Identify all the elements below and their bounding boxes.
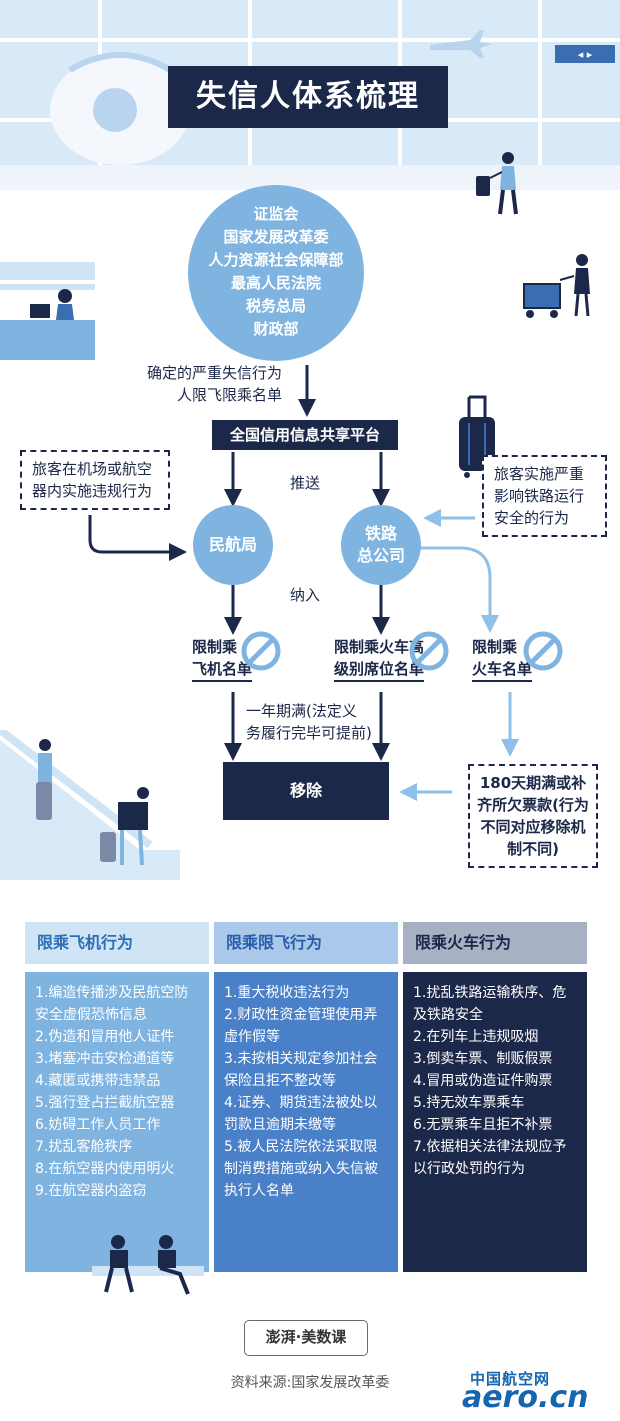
list-item: 5.被人民法院依法采取限制消费措施或纳入失信被执行人名单	[224, 1139, 378, 1199]
railway-label-1: 铁路	[364, 524, 397, 543]
list-item: 3.堵塞冲击安检通道等	[35, 1051, 175, 1067]
restrict-hsr-line-1: 限制乘火车高	[334, 638, 425, 656]
list-item: 1.扰乱铁路运输秩序、危及铁路安全	[413, 985, 567, 1023]
column-header-train: 限乘火车行为	[403, 922, 587, 964]
checkin-counter-icon	[0, 262, 95, 360]
restrict-train-list: 限制乘 火车名单	[472, 636, 533, 682]
column-title-fly-ride: 限乘限飞行为	[226, 933, 323, 952]
one-year-note-line-2: 务履行完毕可提前)	[246, 724, 372, 742]
list-item: 4.冒用或伪造证件购票	[413, 1073, 553, 1089]
list-item: 9.在航空器内盗窃	[35, 1183, 147, 1199]
list-item: 6.妨碍工作人员工作	[35, 1117, 161, 1133]
list-item: 8.在航空器内使用明火	[35, 1161, 175, 1177]
remove-box: 移除	[223, 762, 389, 820]
restrict-train-line-1: 限制乘	[472, 638, 518, 656]
list-item: 4.藏匿或携带违禁品	[35, 1073, 161, 1089]
180-days-note: 180天期满或补齐所欠票款(行为不同对应移除机制不同)	[468, 764, 598, 868]
list-item: 6.无票乘车且拒不补票	[413, 1117, 553, 1133]
column-body-fly: 1.编造传播涉及民航空防安全虚假恐怖信息 2.伪造和冒用他人证件 3.堵塞冲击安…	[25, 972, 209, 1272]
brand-badge: 澎湃·美数课	[244, 1320, 368, 1356]
column-body-fly-ride: 1.重大税收违法行为 2.财政性资金管理使用弄虚作假等 3.未按相关规定参加社会…	[214, 972, 398, 1272]
confirm-text-line-1: 确定的严重失信行为	[146, 364, 282, 382]
list-item: 7.依据相关法律法规应予以行政处罚的行为	[413, 1139, 567, 1177]
agency-circle: 证监会 国家发展改革委 人力资源社会保障部 最高人民法院 税务总局 财政部	[188, 185, 364, 361]
traveler-with-suitcase-icon	[476, 152, 518, 215]
caac-label: 民航局	[208, 535, 257, 554]
prohibited-icon	[523, 631, 563, 671]
confirm-text-line-2: 人限飞限乘名单	[176, 386, 282, 404]
agency-sat: 税务总局	[245, 297, 306, 315]
column-title-fly: 限乘飞机行为	[37, 933, 134, 952]
restrict-train-line-2: 火车名单	[472, 658, 533, 682]
page-title: 失信人体系梳理	[168, 66, 448, 128]
waiting-passengers-icon	[92, 1235, 204, 1295]
list-item: 5.持无效车票乘车	[413, 1095, 525, 1111]
one-year-note: 一年期满(法定义 务履行完毕可提前)	[246, 700, 372, 744]
restrict-fly-line-2: 飞机名单	[192, 658, 253, 682]
include-label: 纳入	[290, 586, 321, 604]
one-year-note-line-1: 一年期满(法定义	[246, 702, 357, 720]
confirm-text: 确定的严重失信行为 人限飞限乘名单	[132, 362, 282, 406]
restrict-fly-list: 限制乘 飞机名单	[192, 636, 253, 682]
data-source: 资料来源:国家发展改革委	[230, 1375, 390, 1391]
column-title-train: 限乘火车行为	[415, 933, 512, 952]
credit-platform: 全国信用信息共享平台	[212, 420, 398, 450]
agency-csrc: 证监会	[253, 205, 299, 223]
list-item: 1.重大税收违法行为	[224, 985, 350, 1001]
agency-mof: 财政部	[253, 320, 299, 338]
restrict-fly-line-1: 限制乘	[192, 638, 238, 656]
prohibited-icon	[409, 631, 449, 671]
prohibited-icon	[241, 631, 281, 671]
list-item: 2.财政性资金管理使用弄虚作假等	[224, 1007, 378, 1045]
list-item: 1.编造传播涉及民航空防安全虚假恐怖信息	[35, 985, 189, 1023]
restrict-hsr-line-2: 级别席位名单	[334, 658, 425, 682]
direction-sign-icon	[555, 45, 615, 63]
agency-spc: 最高人民法院	[230, 274, 321, 292]
list-item: 3.未按相关规定参加社会保险且拒不整改等	[224, 1051, 378, 1089]
restrict-hsr-list: 限制乘火车高 级别席位名单	[334, 636, 425, 682]
push-label: 推送	[290, 474, 321, 492]
aero-logo-cn: 中国航空网	[470, 1370, 551, 1388]
column-body-train: 1.扰乱铁路运输秩序、危及铁路安全 2.在列车上违规吸烟 3.倒卖车票、制贩假票…	[403, 972, 587, 1272]
railway-violation-note: 旅客实施严重影响铁路运行安全的行为	[482, 455, 607, 537]
agency-ndrc: 国家发展改革委	[223, 228, 329, 246]
caac-circle: 民航局	[193, 505, 273, 585]
flying-plane-icon	[430, 30, 492, 58]
list-item: 2.在列车上违规吸烟	[413, 1029, 539, 1045]
flow-arrows	[88, 365, 519, 801]
column-header-fly: 限乘飞机行为	[25, 922, 209, 964]
list-item: 4.证券、期货违法被处以罚款且逾期未缴等	[224, 1095, 378, 1133]
escalator-illustration	[0, 730, 180, 880]
luggage-cart-icon	[523, 254, 590, 318]
airport-violation-note: 旅客在机场或航空器内实施违规行为	[20, 450, 170, 510]
list-item: 2.伪造和冒用他人证件	[35, 1029, 175, 1045]
svg-text:◂ ▸: ◂ ▸	[578, 48, 593, 61]
agency-mohrss: 人力资源社会保障部	[208, 251, 344, 269]
list-item: 7.扰乱客舱秩序	[35, 1139, 133, 1155]
railway-label-2: 总公司	[356, 546, 405, 565]
railway-circle: 铁路 总公司	[341, 505, 421, 585]
list-item: 5.强行登占拦截航空器	[35, 1095, 175, 1111]
list-item: 3.倒卖车票、制贩假票	[413, 1051, 553, 1067]
header-scene: ◂ ▸ 失信人体系梳理	[0, 0, 620, 190]
column-header-fly-ride: 限乘限飞行为	[214, 922, 398, 964]
aero-logo: aero.cn	[462, 1380, 589, 1415]
